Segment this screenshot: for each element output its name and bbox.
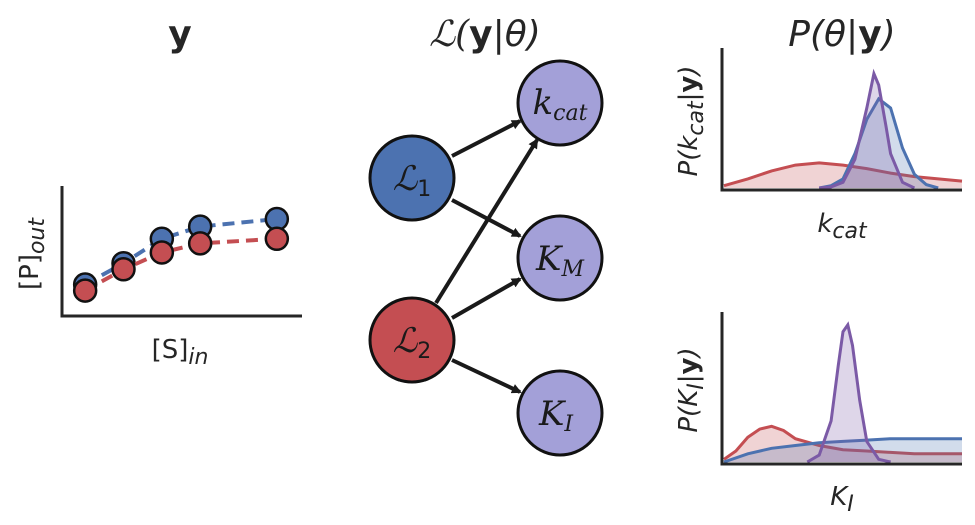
- node-l2-label: ℒ2: [393, 321, 432, 364]
- node-km: KM: [516, 214, 604, 302]
- series-1-point-3: [187, 231, 213, 256]
- density-2-series-0-fill: [724, 426, 962, 462]
- graph-edges: [434, 119, 539, 394]
- data-y-label: [P]out: [15, 217, 50, 290]
- edge-l1-kcat: [451, 119, 522, 158]
- likelihood-panel-title: ℒ(y|θ): [429, 14, 541, 55]
- series-1-point-1: [111, 257, 136, 282]
- posterior-ki-x-label: KI: [830, 482, 854, 517]
- node-kcat: kcat: [516, 59, 604, 147]
- node-l1: ℒ1: [368, 134, 456, 222]
- series-1-point-4: [264, 226, 290, 252]
- density-1-series-0-line: [723, 161, 963, 188]
- posterior-ki-y-label: P(KI|y): [674, 347, 709, 432]
- edge-l2-kcat: [434, 138, 539, 305]
- node-km-label: KM: [535, 239, 584, 282]
- posterior-kcat-plot: [723, 68, 963, 190]
- likelihood-panel: ℒ(y|θ) ℒ1 ℒ2 kcat KM KI: [368, 14, 604, 457]
- edge-l1-km: [451, 198, 522, 238]
- density-2-series-2-fill: [807, 324, 891, 462]
- node-l1-label: ℒ1: [393, 159, 432, 202]
- density-2-series-1-fill: [724, 438, 962, 462]
- posterior-ki-plot: [723, 321, 962, 464]
- density-1-series-1-fill: [819, 98, 939, 188]
- node-l2: ℒ2: [368, 296, 456, 384]
- series-1-point-0: [72, 278, 98, 303]
- data-x-label: [S]in: [152, 335, 209, 370]
- posterior-panel: P(θ|y) kcat P(kcat|y) KI P(KI|y): [674, 14, 963, 517]
- density-1-series-1-line: [818, 96, 939, 190]
- data-panel-title: y: [168, 14, 191, 55]
- density-1-series-2-line: [819, 68, 916, 190]
- node-kcat-label: kcat: [533, 83, 588, 126]
- density-1-series-2-fill: [819, 73, 915, 188]
- density-2-series-2-line: [806, 321, 891, 464]
- posterior-kcat-x-label: kcat: [817, 209, 868, 244]
- node-ki-label: KI: [538, 394, 574, 437]
- posterior-panel-title: P(θ|y): [788, 14, 895, 55]
- density-2-series-0-line: [723, 424, 962, 461]
- node-l1-circle: [368, 134, 456, 222]
- edge-l2-km: [451, 277, 522, 320]
- data-panel: y [S]in [P]out: [15, 14, 302, 370]
- node-ki: KI: [516, 369, 604, 457]
- series-1-point-2: [149, 240, 175, 265]
- node-l2-circle: [368, 296, 456, 384]
- edge-l2-ki: [451, 358, 522, 394]
- node-kcat-circle: [516, 59, 604, 147]
- node-km-circle: [516, 214, 604, 302]
- posterior-kcat-y-label: P(kcat|y): [674, 66, 709, 177]
- node-ki-circle: [516, 369, 604, 457]
- series-0-line: [84, 216, 278, 287]
- density-2-series-1-line: [723, 437, 962, 464]
- data-plot-area: [72, 206, 290, 303]
